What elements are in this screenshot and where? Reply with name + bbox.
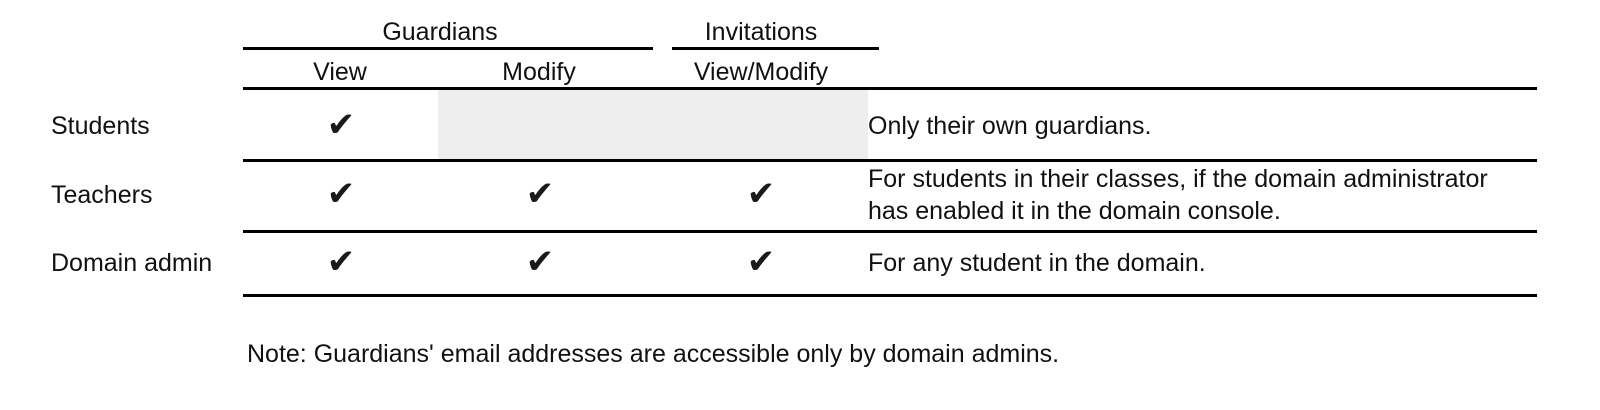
row-description-teachers: For students in their classes, if the do… [868, 165, 1488, 225]
table-note: Note: Guardians' email addresses are acc… [247, 340, 1060, 368]
check-icon-domain-admin-guardians-view: ✔ [326, 242, 356, 282]
column-header-guardians-modify: Modify [502, 58, 576, 86]
check-icon-students-guardians-view: ✔ [326, 105, 356, 145]
row-description-domain-admin: For any student in the domain. [868, 249, 1206, 277]
column-group-guardians: Guardians [382, 18, 498, 46]
row-label-students: Students [51, 112, 150, 140]
row-rule-domain-admin [243, 294, 1537, 297]
column-header-invitations-view-modify: View/Modify [693, 58, 829, 86]
row-rule-teachers [243, 230, 1537, 233]
row-description-students: Only their own guardians. [868, 112, 1152, 140]
check-icon-domain-admin-invitations-view-modify: ✔ [746, 242, 776, 282]
column-group-invitations: Invitations [704, 18, 818, 46]
guardians-group-underline [243, 47, 653, 50]
invitations-group-underline [672, 47, 879, 50]
header-bottom-rule [243, 87, 1537, 90]
check-icon-domain-admin-guardians-modify: ✔ [525, 242, 555, 282]
check-icon-teachers-invitations-view-modify: ✔ [746, 174, 776, 214]
check-icon-teachers-guardians-modify: ✔ [525, 174, 555, 214]
row-label-teachers: Teachers [51, 181, 153, 209]
column-header-guardians-view: View [313, 58, 367, 86]
check-icon-teachers-guardians-view: ✔ [326, 174, 356, 214]
row-rule-students [243, 159, 1537, 162]
disabled-cell-students-modify [438, 90, 868, 159]
row-label-domain-admin: Domain admin [51, 249, 213, 277]
